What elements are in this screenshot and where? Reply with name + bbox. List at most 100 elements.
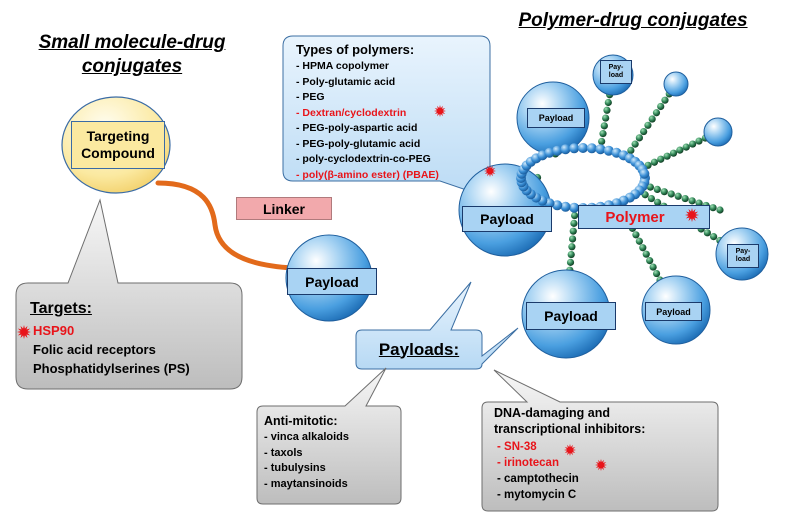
polymer-payload-label-right: Pay- load	[727, 244, 759, 268]
polymer-arm-bead	[646, 183, 654, 191]
polymer-label: Polymer	[578, 205, 710, 229]
targeting-compound-label: Targeting Compound	[71, 121, 165, 169]
linker-curve	[155, 180, 296, 271]
tiny-payload-top-line1: Pay-	[608, 64, 624, 71]
ring-bead	[603, 145, 614, 156]
targets-callout-bubble	[15, 198, 243, 390]
polymer-payload-sphere	[703, 117, 733, 147]
polymer-arm-bead	[710, 233, 718, 241]
polymer-arm-bead	[688, 197, 696, 205]
polymer-arm-bead	[652, 109, 661, 117]
polymer-payload-label-bottom: Payload	[526, 302, 616, 330]
polymer-arm-bead	[657, 155, 665, 163]
anti-mitotic-text: Anti-mitotic: - vinca alkaloids - taxols…	[264, 414, 349, 492]
targets-text: Targets: HSP90 Folic acid receptors Phos…	[30, 300, 190, 378]
polymer-type-3: - PEG	[296, 91, 325, 103]
ring-bead	[569, 202, 580, 213]
ring-bead	[552, 200, 563, 211]
ring-bead	[560, 144, 571, 155]
polymer-arm-bead	[570, 219, 578, 227]
polymer-arm-bead	[652, 269, 661, 278]
polymer-arm-bead	[644, 121, 652, 129]
polymer-type-8: - poly(β-amino ester) (PBAE)	[296, 168, 439, 181]
anti-mitotic-item-4: - maytansinoids	[264, 477, 348, 490]
linked-payload-label: Payload	[287, 268, 377, 295]
ring-bead	[569, 143, 580, 154]
polymer-arm-bead	[660, 188, 668, 196]
polymer-type-4: - Dextran/cyclodextrin	[296, 106, 407, 119]
polymer-arm-bead	[649, 263, 657, 271]
ring-bead	[560, 201, 571, 212]
polymer-arm-bead	[657, 102, 665, 111]
polymer-payload-label-top: Pay- load	[600, 60, 632, 84]
polymer-arm-bead	[695, 137, 703, 145]
polymer-arm-bead	[653, 185, 661, 194]
payloads-label: Payloads:	[378, 339, 460, 359]
anti-mitotic-item-3: - tubulysins	[264, 462, 326, 474]
polymer-arm-bead	[569, 227, 577, 235]
ring-bead	[595, 144, 606, 155]
polymer-type-5: - PEG-poly-aspartic acid	[296, 122, 418, 134]
anti-mitotic-heading: Anti-mitotic:	[264, 414, 338, 428]
tiny-payload-top-line2: load	[608, 72, 624, 79]
polymer-arm-bead	[663, 152, 671, 160]
ring-bead	[586, 143, 597, 154]
polymer-types-text: Types of polymers: - HPMA copolymer - Po…	[296, 42, 439, 183]
polymer-type-7: - poly-cyclodextrin-co-PEG	[296, 153, 431, 165]
polymer-arm-bead	[646, 257, 654, 265]
targeting-compound-line2: Compound	[81, 145, 155, 161]
polymer-arm-bead	[567, 250, 575, 259]
dna-damaging-heading-line2: transcriptional inhibitors:	[494, 422, 646, 436]
polymer-type-6: - PEG-poly-glutamic acid	[296, 137, 421, 150]
polymer-arm-bead	[716, 206, 724, 214]
polymer-arm-bead	[640, 127, 648, 136]
polymer-arm-bead	[647, 194, 655, 203]
dna-damaging-item-1: - SN-38	[497, 441, 537, 453]
targets-heading: Targets:	[30, 300, 92, 317]
anti-mitotic-item-1: - vinca alkaloids	[264, 431, 349, 443]
small-molecule-title-line1: Small molecule-drug	[38, 32, 226, 53]
polymer-arm-bead	[602, 114, 610, 122]
dna-damaging-heading-line1: DNA-damaging and	[494, 406, 610, 420]
dna-damaging-item-4: - mytomycin C	[497, 489, 577, 501]
small-molecule-title-line2: conjugates	[81, 56, 183, 77]
polymer-arm-bead	[600, 122, 608, 130]
polymer-arm-bead	[635, 237, 643, 245]
polymer-arm-bead	[669, 149, 678, 157]
polymer-arm-bead	[604, 98, 612, 107]
dna-damaging-item-3: - camptothecin	[497, 473, 579, 485]
polymer-payload-label-upper: Payload	[527, 108, 585, 128]
polymer-arm-bead	[709, 204, 717, 212]
polymer-types-heading: Types of polymers:	[296, 42, 415, 57]
polymer-arm-bead	[627, 146, 635, 154]
ring-bead	[578, 143, 588, 153]
polymer-arm-bead	[681, 194, 689, 203]
polymer-title: Polymer-drug conjugates	[518, 10, 748, 31]
polymer-arm-bead	[568, 235, 577, 243]
polymer-arm-bead	[667, 190, 675, 198]
polymer-arm-bead	[654, 198, 662, 206]
polymer-arm-bead	[650, 158, 659, 166]
polymer-type-1: - HPMA copolymer	[296, 60, 389, 72]
polymer-arm-bead	[676, 146, 684, 154]
polymer-arm-bead	[631, 140, 639, 148]
small-molecule-title: Small molecule-drug conjugates	[12, 31, 252, 79]
polymer-arm-bead	[648, 115, 656, 123]
ring-bead	[544, 147, 555, 158]
polymer-arm-bead	[642, 250, 650, 258]
payloads-callout-bubble	[355, 281, 519, 370]
polymer-arm-bead	[703, 229, 711, 237]
target-item-2: Folic acid receptors	[33, 342, 156, 357]
target-item-3: Phosphatidylserines (PS)	[33, 361, 190, 376]
polymer-arm-bead	[598, 137, 606, 146]
polymer-arm-bead	[661, 96, 669, 104]
polymer-label-text: Polymer	[605, 208, 665, 226]
dna-damaging-text: DNA-damaging and transcriptional inhibit…	[494, 405, 645, 503]
polymer-type-2: - Poly-glutamic acid	[296, 75, 396, 88]
polymer-payload-label-lower-right: Payload	[645, 302, 702, 321]
polymer-arm-bead	[639, 244, 647, 252]
polymer-payload-label-left: Payload	[462, 206, 552, 232]
polymer-arm-bead	[635, 134, 644, 142]
polymer-arm-bead	[571, 211, 579, 220]
